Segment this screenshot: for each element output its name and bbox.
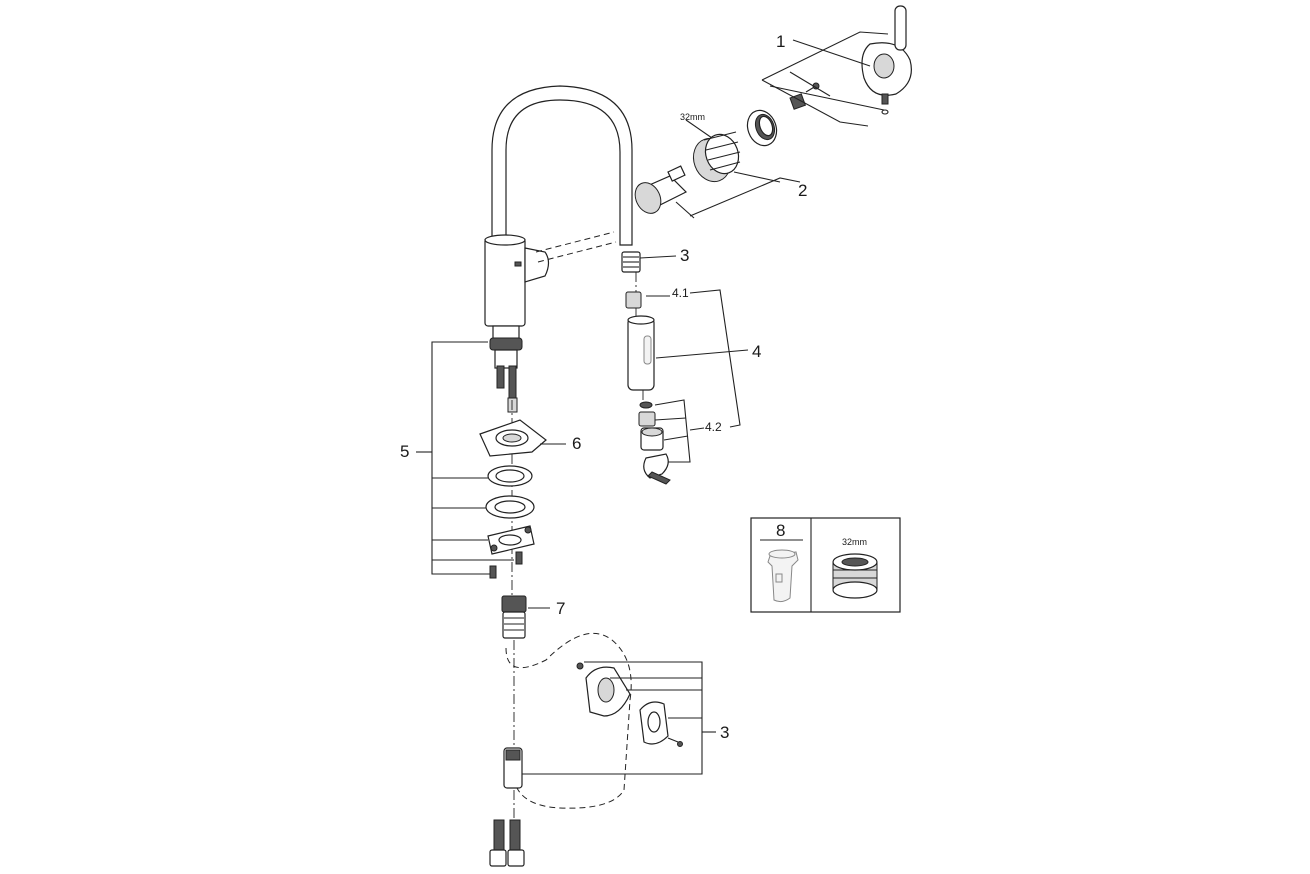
spray-parts-4-2 <box>638 401 671 485</box>
mounting-plate-6 <box>479 419 547 457</box>
leader-part-4 <box>639 255 749 463</box>
label-part-6: 6 <box>572 434 581 453</box>
label-part-4-1: 4.1 <box>672 286 689 300</box>
label-part-7: 7 <box>556 599 565 618</box>
leader-part-3-bottom <box>522 661 716 775</box>
quick-connector-7 <box>501 595 527 639</box>
hose-weight <box>503 747 523 789</box>
hose-guide-3 <box>576 662 683 747</box>
label-dim-cartridge: 32mm <box>680 112 705 122</box>
clamp-plate <box>487 525 535 555</box>
hose-loop <box>505 632 632 809</box>
leader-part-5 <box>416 341 514 575</box>
washer-ring-1 <box>487 465 533 487</box>
label-part-5: 5 <box>400 442 409 461</box>
bolts <box>489 551 523 579</box>
inset-box <box>750 517 901 613</box>
leader-part-2 <box>675 171 801 219</box>
leader-part-1 <box>761 31 889 127</box>
spray-adaptor-4-1 <box>625 291 642 309</box>
supply-hoses <box>489 819 525 867</box>
hose-path-upper <box>535 231 615 253</box>
cartridge-assembly <box>634 5 912 214</box>
label-part-8: 8 <box>776 521 785 540</box>
label-part-1: 1 <box>776 32 785 51</box>
label-part-4-2: 4.2 <box>705 420 722 434</box>
label-part-3-top: 3 <box>680 246 689 265</box>
label-dim-inset: 32mm <box>842 537 867 547</box>
faucet-body <box>484 85 633 413</box>
spray-head-4 <box>627 315 655 391</box>
washer-ring-2 <box>485 495 535 519</box>
spray-hose-end <box>621 251 641 273</box>
label-part-3-bottom: 3 <box>720 723 729 742</box>
label-part-4: 4 <box>752 342 761 361</box>
label-part-2: 2 <box>798 181 807 200</box>
